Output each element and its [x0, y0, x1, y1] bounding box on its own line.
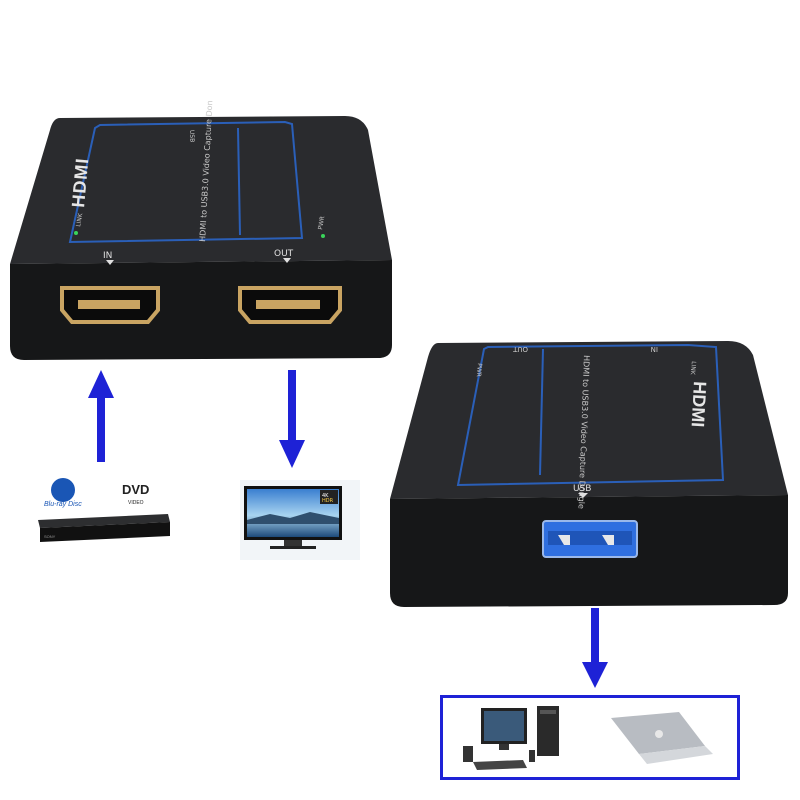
usb-port-label: USB [573, 484, 591, 494]
down-arrow-icon [279, 370, 305, 468]
bluray-logo: Blu-ray Disc [44, 501, 82, 508]
out-arrow-icon [283, 258, 291, 263]
led-link-label: LINK [75, 212, 84, 228]
led-link-label-2: LINK [689, 361, 697, 376]
laptop-icon [611, 712, 713, 764]
link-led [74, 231, 78, 235]
usb-arrow-icon [578, 493, 588, 498]
dvd-sub: VIDEO [128, 500, 144, 506]
capture-dongle-usb-side: HDMI HDMI to USB3.0 Video Capture Dongle… [390, 341, 788, 607]
player-brand: SONY [44, 534, 56, 539]
in-arrow-icon [106, 260, 114, 265]
led-pwr-label: PWR [317, 216, 326, 231]
in-label-top: IN [651, 345, 658, 353]
up-arrow-icon [88, 370, 114, 462]
hdmi-logo-2: HDMI [688, 381, 710, 428]
usb3-port[interactable] [542, 520, 638, 558]
led-pwr-label-2: PWR [475, 363, 483, 377]
in-port-label: IN [103, 251, 112, 261]
dvd-logo: DVD [122, 482, 149, 497]
desktop-pc-icon [463, 706, 559, 770]
hdmi-out-port[interactable] [238, 286, 342, 324]
out-label-top: OUT [512, 345, 528, 353]
usb-top-label: USB [188, 130, 195, 143]
pwr-led [321, 234, 325, 238]
hdmi-in-port[interactable] [60, 286, 160, 324]
capture-dongle-hdmi-side: HDMI HDMI to USB3.0 Video Capture Dongle… [10, 100, 392, 360]
out-port-label: OUT [274, 249, 294, 259]
down-arrow-icon-usb [582, 608, 608, 688]
tv-badge-bottom: HDR [322, 498, 334, 504]
tv-badge-top: 4K [322, 493, 329, 499]
computers-box [440, 695, 740, 780]
bluray-player: Blu-ray Disc DVD VIDEO SONY [28, 470, 178, 550]
tv-display: 4K HDR [240, 480, 360, 560]
hdmi-logo: HDMI [68, 157, 92, 209]
